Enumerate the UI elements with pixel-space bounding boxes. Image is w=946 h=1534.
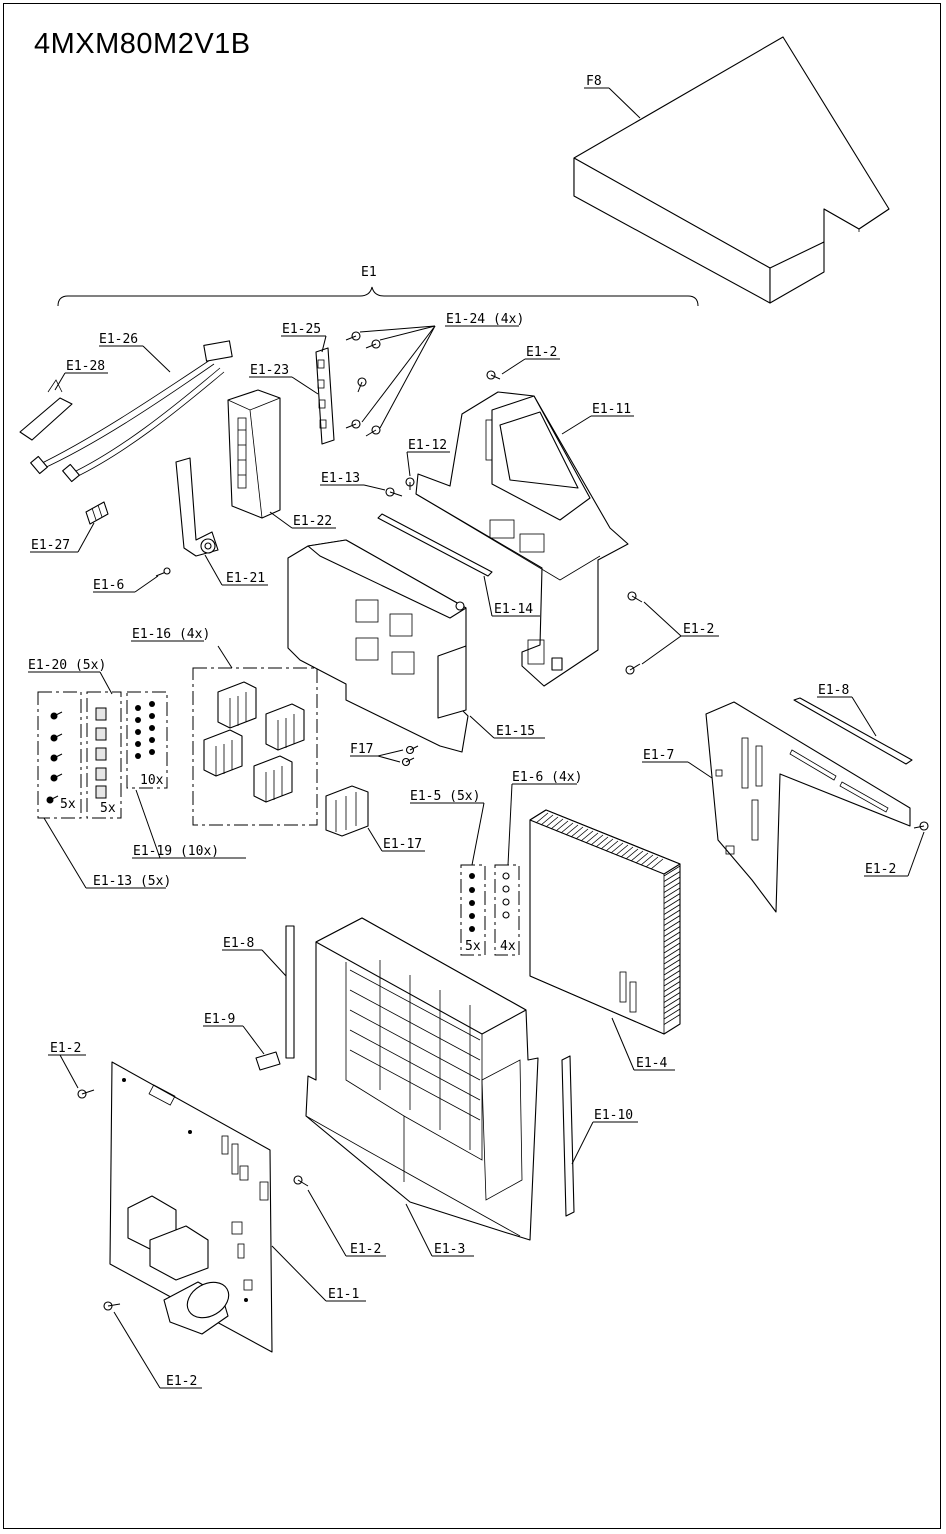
part-e1-2-screw-mid [293,1175,309,1187]
drawing-frame [3,3,941,1529]
part-e1-22-module [227,389,281,519]
part-e1-8-strip-right [793,697,913,765]
part-e1-2-screws-right [625,591,643,675]
label-e1-15: E1-15 [496,724,535,739]
label-e1-20: E1-20 (5x) [28,658,106,673]
part-e1-2-screw-lower-left [103,1301,121,1311]
qty-e1-19: 10x [140,773,164,788]
part-e1-12-screw [405,477,415,490]
label-e1-3: E1-3 [434,1242,465,1257]
part-e1-23-terminal-board [315,347,335,445]
e1-6-kit-box [494,864,520,956]
label-e1-6-b: E1-6 (4x) [512,770,582,785]
label-e1-12: E1-12 [408,438,447,453]
e1-19-kit-box [126,691,168,789]
label-e1-2-d: E1-2 [350,1242,381,1257]
label-e1-23: E1-23 [250,363,289,378]
label-e1-11: E1-11 [592,402,631,417]
label-e1-13-b: E1-13 (5x) [93,874,171,889]
part-e1-11-frame [415,391,629,687]
label-e1-2-a: E1-2 [526,345,557,360]
part-e1-19-screws [135,701,155,759]
part-e1-4-heatsink [529,809,681,1035]
qty-e1-6: 4x [500,939,516,954]
e1-20-kit-box [86,691,122,819]
label-e1-25: E1-25 [282,322,321,337]
label-e1-24: E1-24 (4x) [446,312,524,327]
qty-e1-13: 5x [60,797,76,812]
label-e1-2-e: E1-2 [50,1041,81,1056]
part-e1-2-screw-upper-left [77,1089,95,1099]
qty-e1-5: 5x [465,939,481,954]
label-e1-4: E1-4 [636,1056,667,1071]
part-f17-screws [401,745,419,767]
label-e1-26: E1-26 [99,332,138,347]
label-e1-16: E1-16 (4x) [132,627,210,642]
label-e1-8-b: E1-8 [818,683,849,698]
label-e1-21: E1-21 [226,571,265,586]
e1-group-brace [57,286,699,307]
label-e1-17: E1-17 [383,837,422,852]
label-f8: F8 [586,74,602,89]
label-e1-14: E1-14 [494,602,533,617]
part-e1-2-screw-top [486,370,501,380]
part-e1-26-wire-harness [30,340,233,483]
part-e1-2-screw-right [913,821,929,831]
part-e1-10-strip [561,1055,575,1217]
part-e1-24-screws [345,331,381,437]
label-e1-2-c: E1-2 [865,862,896,877]
part-e1-9-pad [255,1051,281,1071]
part-e1-15-mounting-plate [287,539,469,753]
qty-e1-20: 5x [100,801,116,816]
label-e1: E1 [361,265,377,280]
part-e1-6-screw [155,567,171,577]
e1-5-kit-box [460,864,486,956]
part-e1-20-clips [95,707,107,799]
e1-16-group-box [192,667,318,826]
model-title: 4MXM80M2V1B [34,28,251,60]
label-e1-2-f: E1-2 [166,1374,197,1389]
label-e1-6: E1-6 [93,578,124,593]
label-e1-5: E1-5 (5x) [410,789,480,804]
part-e1-16-terminal-blocks [203,681,305,803]
label-e1-19: E1-19 (10x) [133,844,219,859]
part-e1-7-side-panel [705,701,911,913]
part-e1-1-main-pcb [109,1061,273,1353]
part-e1-27-clamp [85,501,109,525]
label-e1-1: E1-1 [328,1287,359,1302]
part-e1-8-strip-left [285,925,295,1059]
part-e1-14-strip [377,513,493,577]
label-e1-7: E1-7 [643,748,674,763]
part-e1-13-screw [385,487,403,497]
label-e1-9: E1-9 [204,1012,235,1027]
part-f8-cover [573,36,890,304]
label-e1-10: E1-10 [594,1108,633,1123]
part-e1-3-casing [305,917,539,1241]
label-e1-2-b: E1-2 [683,622,714,637]
part-e1-13-screws [46,711,63,804]
label-e1-27: E1-27 [31,538,70,553]
part-e1-17-terminal-block [325,785,369,837]
label-f17: F17 [350,742,373,757]
label-e1-13-a: E1-13 [321,471,360,486]
e1-13-kit-box [37,691,82,819]
part-e1-28-clip [19,379,73,441]
part-e1-21-bracket [175,457,219,557]
part-e1-6-screws [502,872,510,919]
label-e1-28: E1-28 [66,359,105,374]
label-e1-8-a: E1-8 [223,936,254,951]
part-e1-5-screws [469,873,475,932]
label-e1-22: E1-22 [293,514,332,529]
